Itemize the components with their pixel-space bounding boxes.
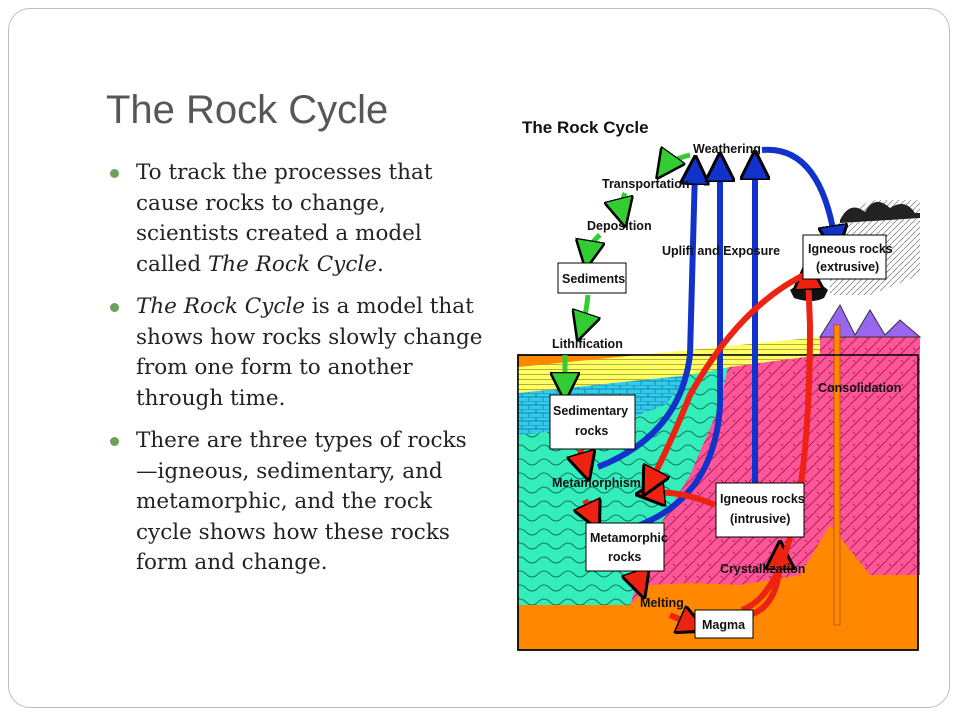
diagram-labels: The Rock Cycle Weathering Transportation… xyxy=(522,118,901,639)
box-metamorphic xyxy=(585,522,665,572)
label-lithification: Lithification xyxy=(552,337,623,351)
smoke-plume-icon xyxy=(840,201,920,223)
arrow-weathering-igneous xyxy=(761,146,835,240)
bullet-item: The Rock Cycle is a model that shows how… xyxy=(106,292,486,414)
arrow-transport-deposition xyxy=(621,192,625,213)
bullet-list: To track the processes that cause rocks … xyxy=(106,158,486,591)
diagram-title: The Rock Cycle xyxy=(522,118,649,137)
box-magma xyxy=(694,609,754,639)
label-sedimentary-1: Sedimentary xyxy=(553,404,628,418)
label-igneous-extrusive-1: Igneous rocks xyxy=(808,242,893,256)
arrow-extrusive-metamorphism xyxy=(650,270,810,483)
box-igneous-intrusive xyxy=(715,482,805,538)
label-weathering: Weathering xyxy=(693,142,761,156)
label-sedimentary-2: rocks xyxy=(575,424,608,438)
label-igneous-extrusive-2: (extrusive) xyxy=(816,260,879,274)
arrow-metamorphism-metamorphic xyxy=(585,500,593,517)
arrow-deposition-sediments xyxy=(588,233,600,255)
arrow-sedimentary-metamorphism xyxy=(580,450,585,467)
box-sedimentary xyxy=(549,394,636,450)
label-igneous-intrusive-2: (intrusive) xyxy=(730,512,790,526)
label-metamorphic-2: rocks xyxy=(608,550,641,564)
bullet-icon xyxy=(110,437,119,446)
label-metamorphic-1: Metamorphic xyxy=(590,531,668,545)
bullet-item: There are three types of rocks—igneous, … xyxy=(106,426,486,579)
bullet-item: To track the processes that cause rocks … xyxy=(106,158,486,280)
label-sediments: Sediments xyxy=(562,272,625,286)
arrow-uplift-sedimentary xyxy=(596,170,695,470)
label-magma: Magma xyxy=(702,618,746,632)
surface-arrows xyxy=(565,155,691,387)
arrow-uplift-metamorphic xyxy=(638,167,720,528)
bullet-icon xyxy=(110,169,119,178)
arrow-metamorphic-melting xyxy=(635,570,640,585)
label-consolidation: Consolidation xyxy=(818,381,901,395)
label-transportation: Transportation xyxy=(602,177,690,191)
slide-frame xyxy=(8,8,950,708)
sediment-layer xyxy=(518,337,820,395)
bullet-icon xyxy=(110,303,119,312)
label-deposition: Deposition xyxy=(587,219,652,233)
arrow-weathering-transport xyxy=(665,155,691,167)
box-sediments xyxy=(557,262,627,294)
label-igneous-intrusive-1: Igneous rocks xyxy=(720,492,805,506)
slide-title: The Rock Cycle xyxy=(106,88,389,132)
label-metamorphism: Metamorphism xyxy=(552,476,641,490)
internal-arrows xyxy=(580,273,810,625)
label-crystallization: Crystallization xyxy=(720,562,805,576)
uplift-arrows xyxy=(596,146,835,528)
box-igneous-extrusive xyxy=(802,234,887,280)
volcano-icon xyxy=(819,303,922,338)
arrow-melting-magma xyxy=(668,615,693,625)
arrow-sediments-lithification xyxy=(582,294,588,327)
label-uplift: Uplift and Exposure xyxy=(662,244,780,258)
rock-cycle-diagram: The Rock Cycle Weathering Transportation… xyxy=(517,118,922,651)
label-melting: Melting xyxy=(640,596,684,610)
volcanic-conduit xyxy=(833,324,841,626)
